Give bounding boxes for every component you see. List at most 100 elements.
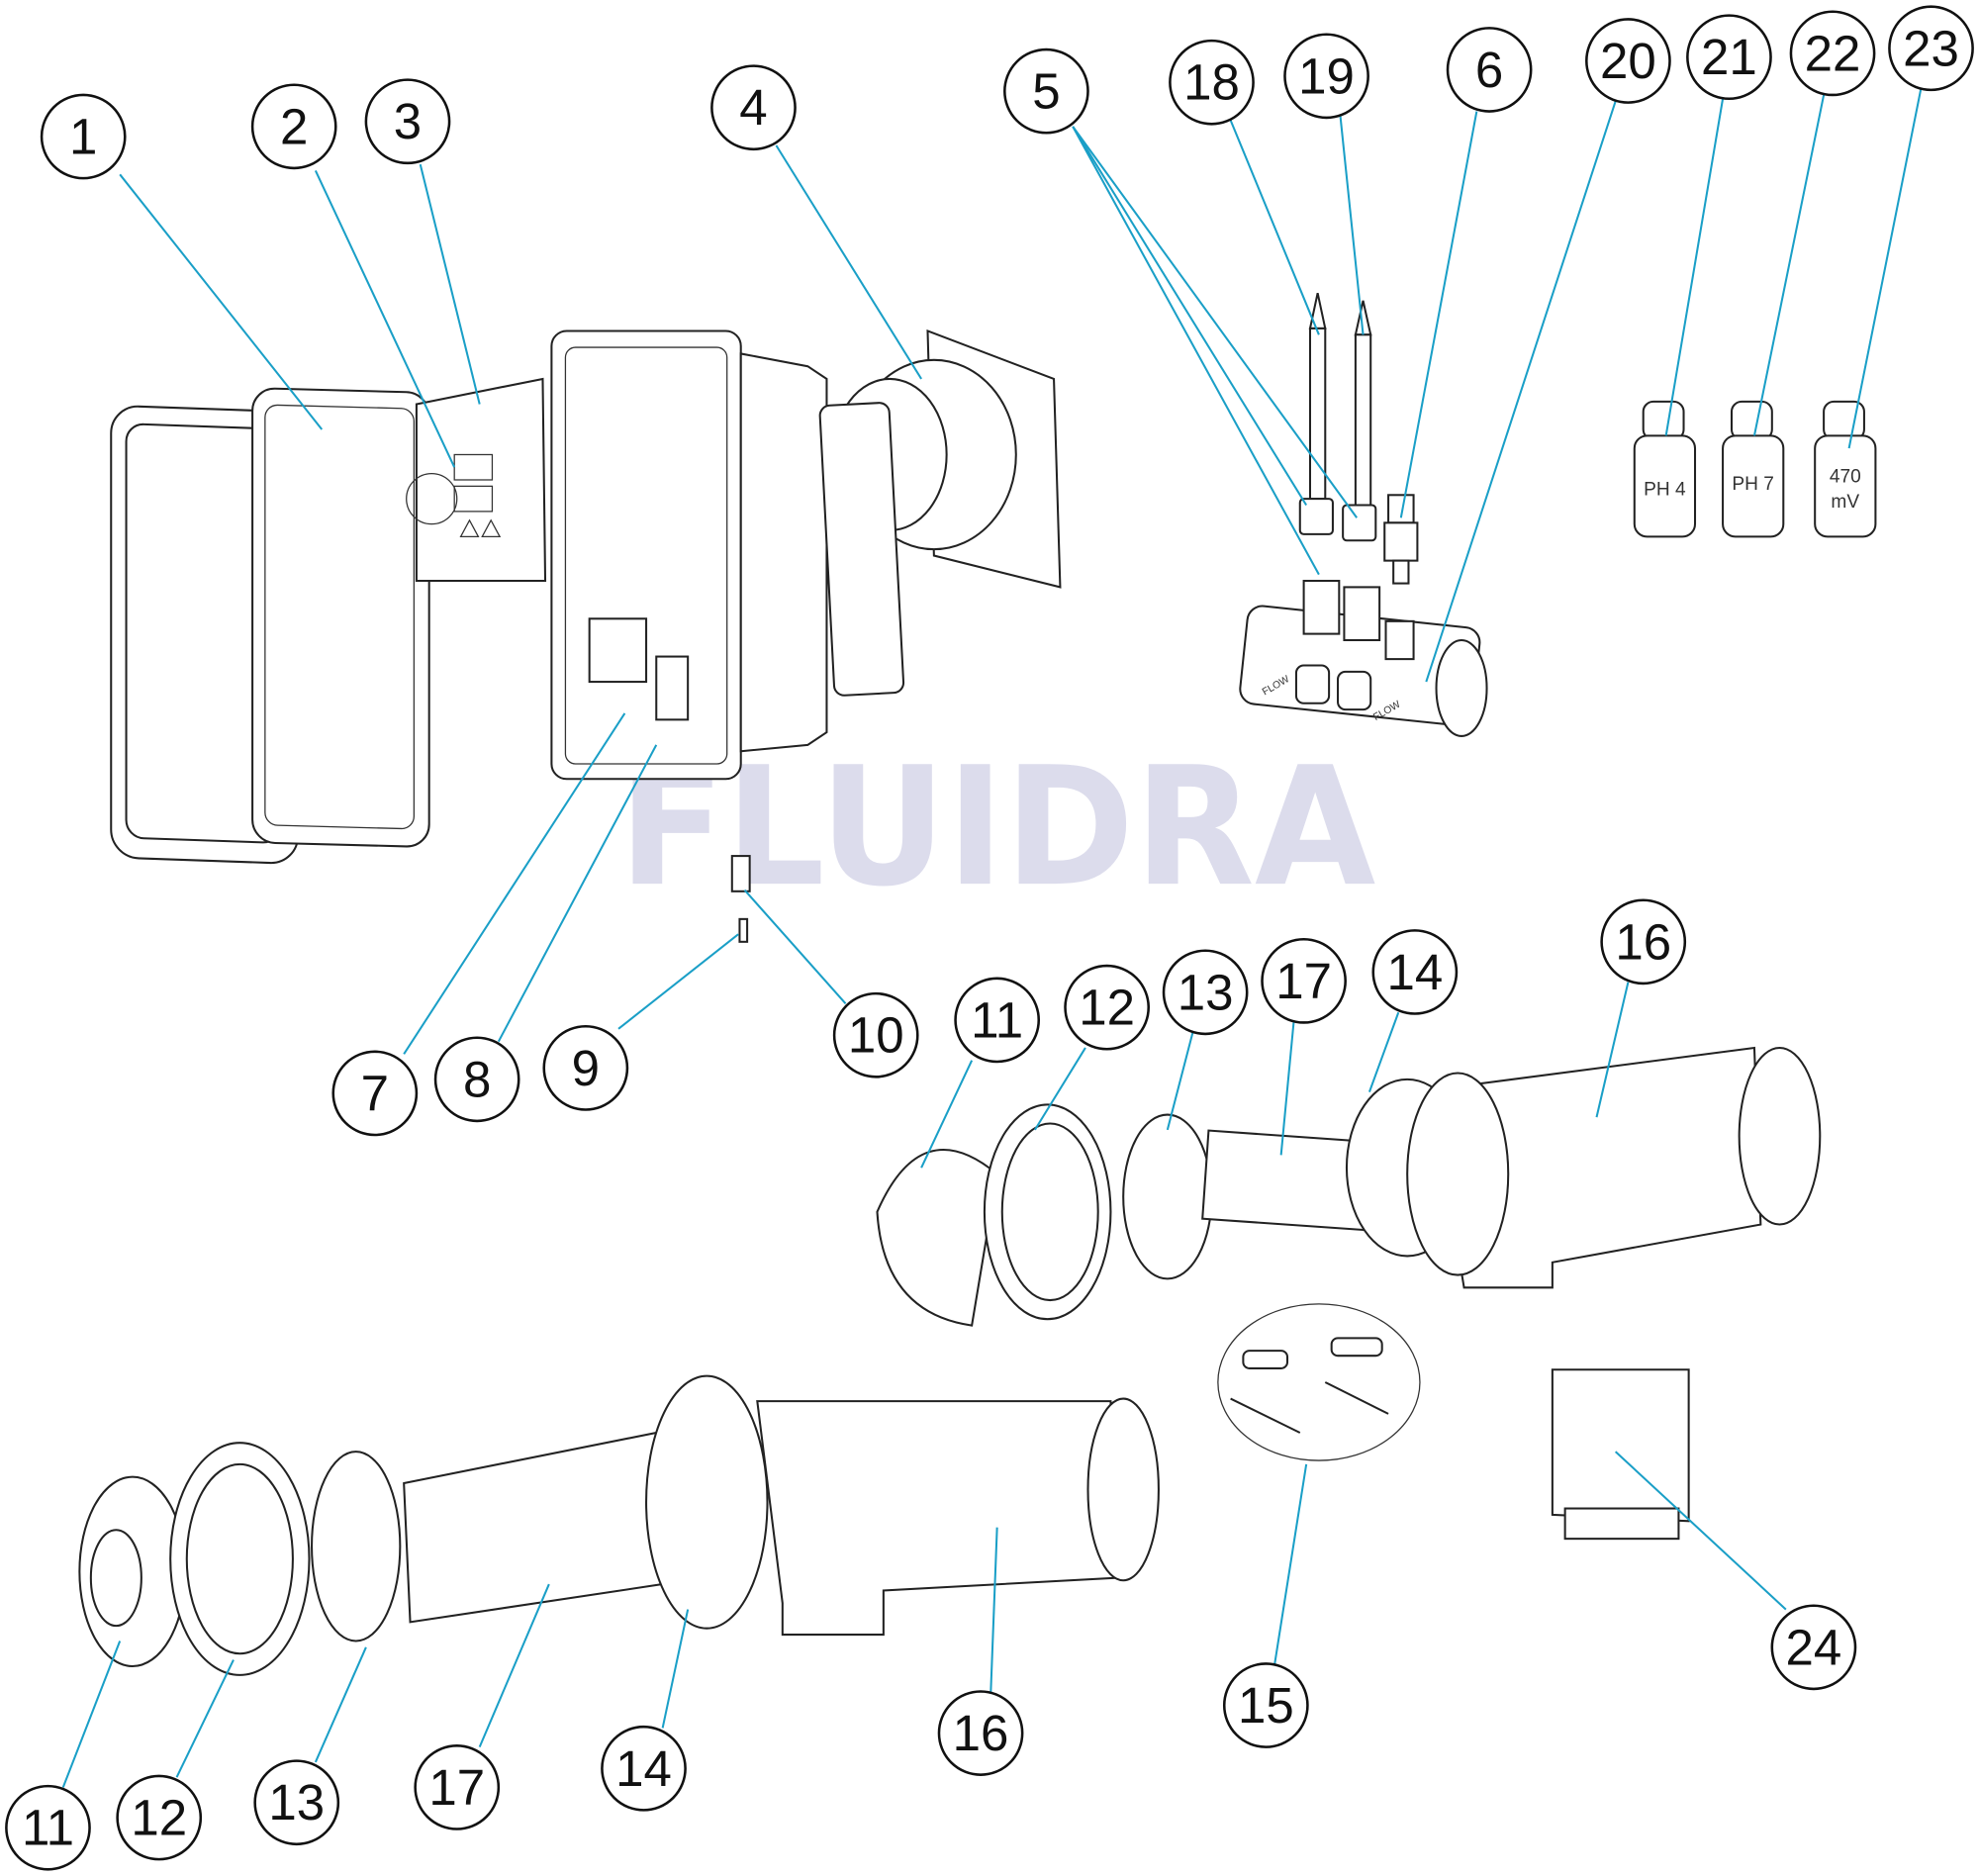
callout-24: 24 xyxy=(1770,1604,1857,1691)
leader-line xyxy=(1279,1022,1295,1156)
callout-19: 19 xyxy=(1283,33,1369,120)
leader-line xyxy=(661,1609,690,1729)
leader-line xyxy=(403,712,626,1055)
callout-circle xyxy=(1064,964,1150,1051)
callout-circle xyxy=(331,1050,419,1137)
leader-line xyxy=(314,170,456,468)
bottle-label: PH 7 xyxy=(1732,474,1774,495)
leader-line xyxy=(119,173,324,430)
leader-line xyxy=(1614,1451,1787,1611)
bottle-label: PH 4 xyxy=(1644,479,1686,500)
callout-1: 1 xyxy=(40,93,127,180)
callout-circle xyxy=(364,78,451,165)
callout-circle xyxy=(710,64,797,151)
callout-17: 17 xyxy=(414,1744,501,1830)
callout-circle xyxy=(1169,39,1255,126)
callout-number: 13 xyxy=(268,1774,325,1830)
callout-number: 6 xyxy=(1475,42,1503,98)
callout-number: 11 xyxy=(971,991,1023,1048)
callout-20: 20 xyxy=(1585,18,1671,104)
callout-number: 15 xyxy=(1238,1677,1294,1734)
probe-holder-pipe: FLOW FLOW xyxy=(1239,580,1488,737)
callout-13: 13 xyxy=(1162,949,1249,1036)
callout-circle xyxy=(954,977,1041,1064)
callout-number: 12 xyxy=(1079,980,1135,1036)
leader-line xyxy=(1339,116,1365,335)
leader-line xyxy=(990,1527,998,1693)
junction-box xyxy=(1551,1368,1690,1541)
back-plate-transformer xyxy=(818,328,1062,697)
callout-circle xyxy=(1888,5,1974,92)
callout-circle xyxy=(1283,33,1369,120)
callout-number: 12 xyxy=(131,1790,187,1846)
callout-number: 16 xyxy=(1615,913,1671,970)
callout-circle xyxy=(601,1725,687,1812)
leader-line xyxy=(478,1583,550,1748)
bottle-label: 470 xyxy=(1830,467,1861,488)
leader-line xyxy=(1072,126,1308,507)
callout-number: 2 xyxy=(280,98,308,154)
screw-kit xyxy=(1217,1303,1421,1461)
callout-number: 18 xyxy=(1183,54,1240,111)
leader-line xyxy=(1847,88,1923,449)
leader-line xyxy=(775,144,922,380)
buffer-bottle-ph4: PH 4 xyxy=(1633,400,1697,538)
callout-21: 21 xyxy=(1686,14,1772,101)
callout-number: 21 xyxy=(1701,29,1757,85)
callout-7: 7 xyxy=(331,1050,419,1137)
callout-23: 23 xyxy=(1888,5,1974,92)
leader-line xyxy=(175,1659,235,1778)
front-panel xyxy=(251,387,430,848)
lower-cell-assembly xyxy=(78,1374,1160,1676)
callout-number: 10 xyxy=(848,1007,904,1064)
callout-10: 10 xyxy=(832,991,919,1079)
callout-number: 20 xyxy=(1600,33,1656,89)
callout-number: 24 xyxy=(1786,1619,1842,1675)
callout-14: 14 xyxy=(1371,929,1459,1015)
buffer-bottle-ph7: PH 7 xyxy=(1722,400,1785,538)
callout-circle xyxy=(542,1025,629,1111)
callout-6: 6 xyxy=(1446,27,1533,113)
upper-cell-assembly xyxy=(876,1046,1822,1327)
callout-12: 12 xyxy=(1064,964,1150,1051)
leader-line xyxy=(419,163,481,405)
leader-line xyxy=(1034,1047,1086,1131)
leader-lines xyxy=(61,88,1923,1788)
callout-number: 17 xyxy=(428,1759,485,1816)
callout-circle xyxy=(40,93,127,180)
callout-number: 7 xyxy=(361,1065,389,1121)
callout-number: 8 xyxy=(463,1051,491,1107)
callout-circle xyxy=(1585,18,1671,104)
leader-line xyxy=(1229,120,1320,335)
callout-13: 13 xyxy=(253,1759,340,1846)
leader-line xyxy=(920,1060,974,1169)
callout-circle xyxy=(1162,949,1249,1036)
leader-line xyxy=(1072,126,1358,518)
callout-number: 13 xyxy=(1178,964,1234,1020)
callout-number: 22 xyxy=(1805,25,1861,81)
callout-number: 1 xyxy=(69,109,97,165)
callout-number: 16 xyxy=(953,1705,1009,1761)
callout-circle xyxy=(253,1759,340,1846)
callout-number: 11 xyxy=(22,1800,74,1856)
callout-number: 17 xyxy=(1275,953,1332,1009)
callout-8: 8 xyxy=(433,1036,520,1123)
ph-probe xyxy=(1298,293,1334,535)
callout-number: 4 xyxy=(739,79,767,136)
buffer-bottle-470mv: 470 mV xyxy=(1814,400,1877,538)
callout-circle xyxy=(1600,898,1687,985)
callout-circle xyxy=(937,1690,1024,1776)
leader-line xyxy=(61,1641,122,1788)
callout-circle xyxy=(5,1784,91,1871)
callout-circle xyxy=(116,1774,203,1861)
callout-circle xyxy=(1446,27,1533,113)
leader-line xyxy=(1664,98,1725,436)
callout-14: 14 xyxy=(601,1725,687,1812)
callout-number: 23 xyxy=(1903,20,1959,76)
callout-circle xyxy=(1770,1604,1857,1691)
callout-number: 5 xyxy=(1032,63,1060,120)
bottle-label: mV xyxy=(1831,492,1859,513)
callout-18: 18 xyxy=(1169,39,1255,126)
